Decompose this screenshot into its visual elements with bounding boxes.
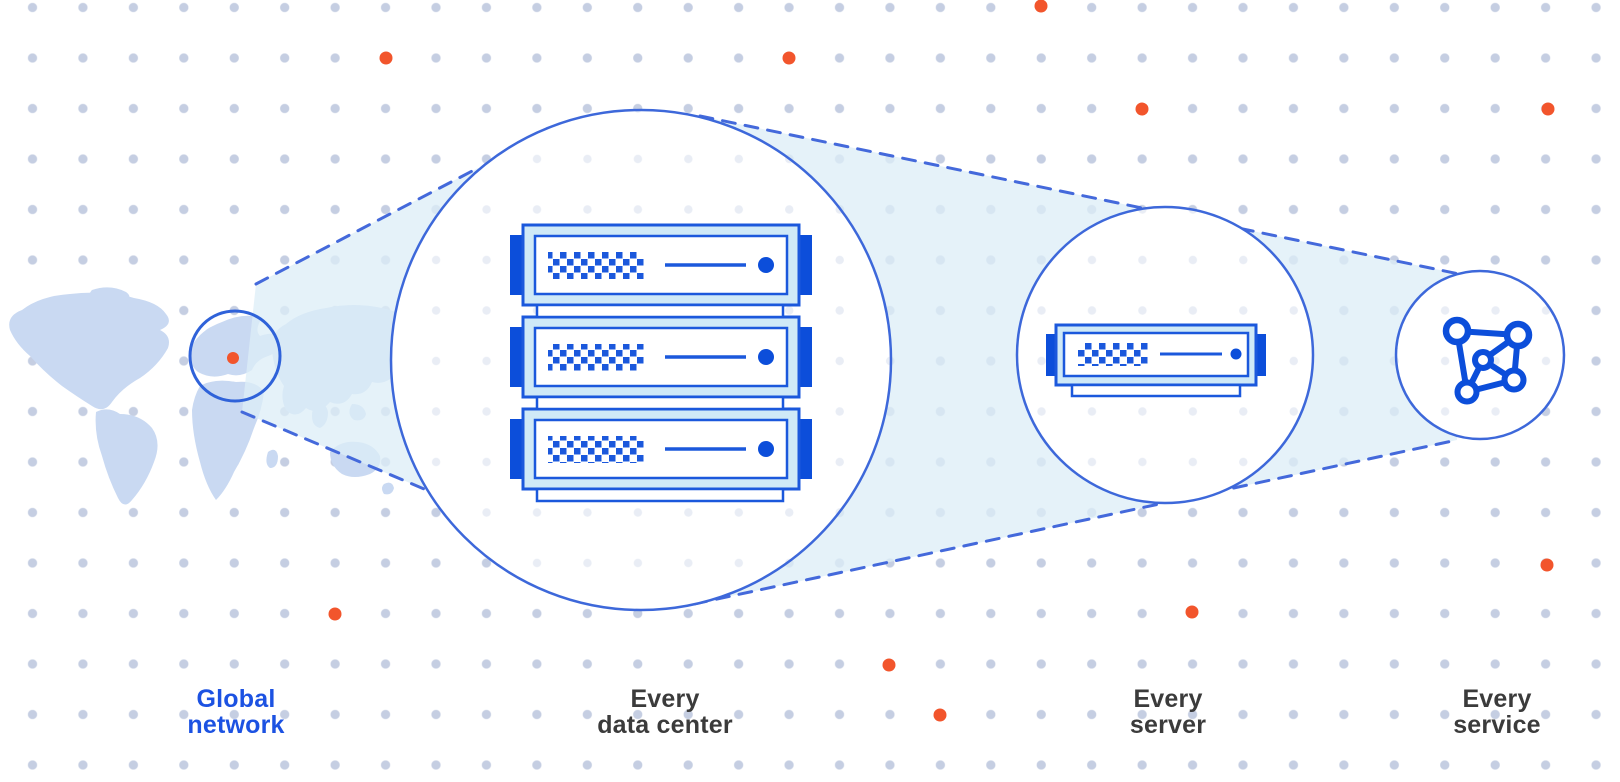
server-unit-1 [510,223,812,307]
map-uk [203,326,220,341]
map-madagascar [266,449,278,468]
caption-every-service: Every service [1377,686,1617,738]
caption-line: data center [597,711,733,739]
location-dot-icon [227,352,239,364]
zoom-dashed-lines [240,114,1461,606]
caption-line: network [187,711,285,739]
caption-line: Every [1133,685,1203,713]
rack-connector [535,303,785,319]
caption-line: service [1453,711,1541,739]
dash-bottom-left [240,410,438,496]
caption-every-data-center: Every data center [545,686,785,738]
caption-line: Global [196,685,276,713]
server-icon [1046,323,1266,398]
dash-bottom-right [692,438,1459,606]
rack-base [535,487,785,503]
server-unit-3 [510,407,812,491]
caption-line: server [1129,711,1207,739]
network-graph-icon [1442,316,1533,405]
caption-every-server: Every server [1048,686,1288,738]
server-unit-2 [510,315,812,399]
map-north-america [9,292,170,410]
map-zoom-circle [188,309,282,403]
dash-top-left [254,166,480,286]
server-base [1070,383,1242,398]
rack-connector [535,395,785,411]
accent-dots [328,0,1555,722]
map-new-zealand [382,482,394,495]
server-rack-icon [510,223,812,503]
dash-top-right [698,114,1461,276]
map-south-america [95,409,158,505]
caption-line: Every [630,685,700,713]
caption-line: Every [1462,685,1532,713]
caption-global-network: Global network [116,686,356,738]
